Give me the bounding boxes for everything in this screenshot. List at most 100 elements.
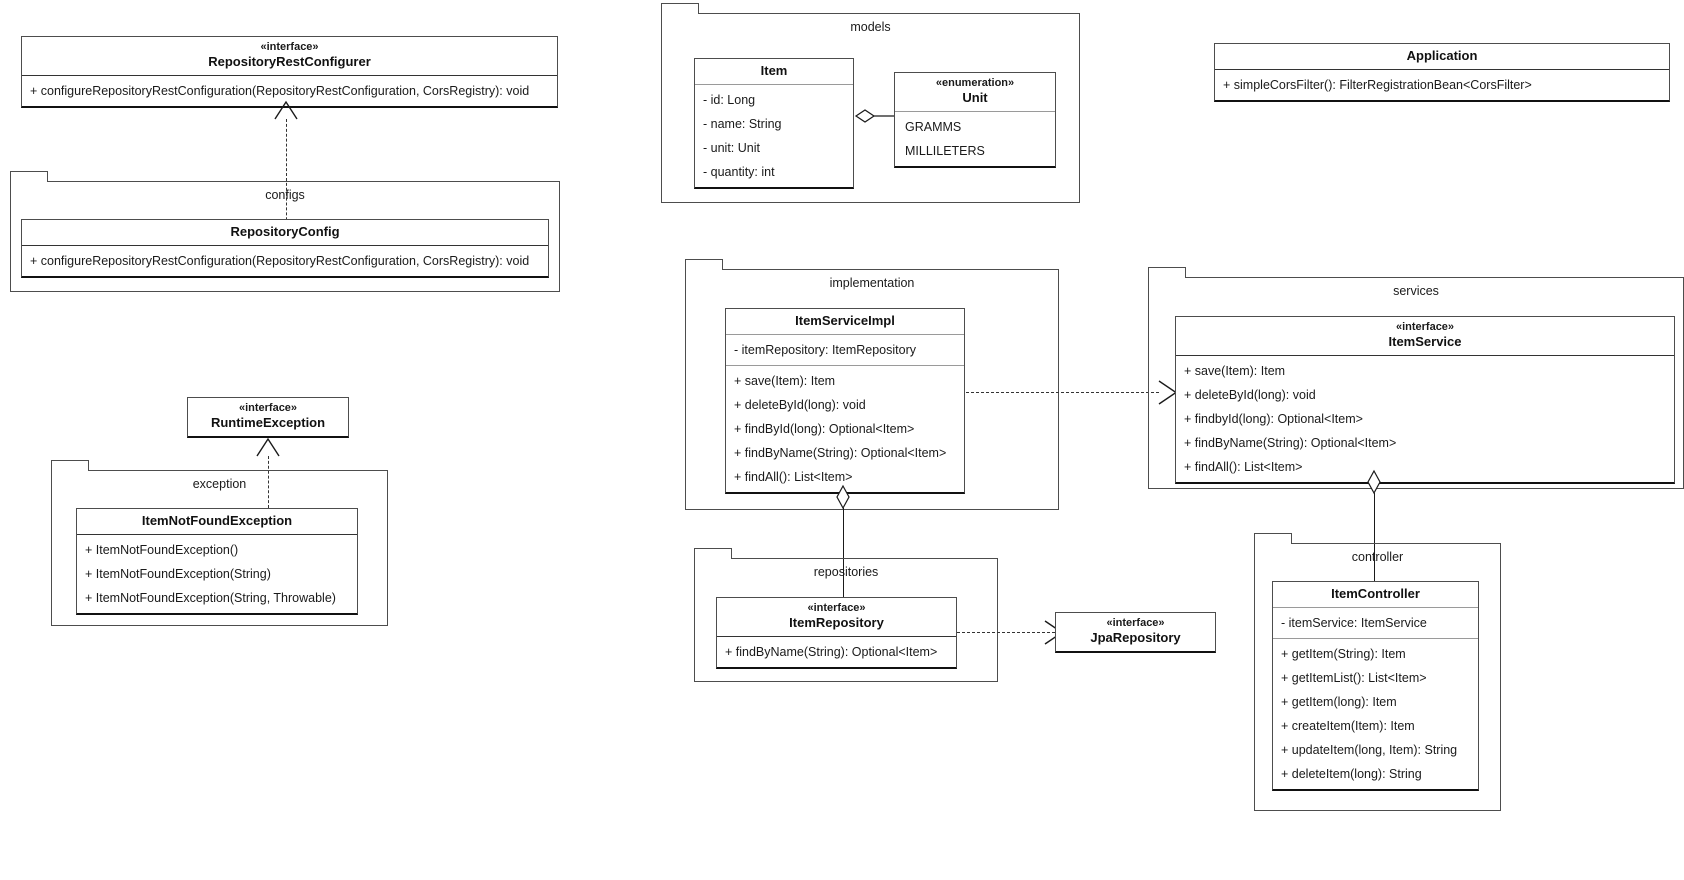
package-title-repositories: repositories: [813, 565, 879, 579]
stereotype-label: «interface»: [1395, 321, 1455, 333]
class-member: + getItem(long): Item: [1281, 695, 1397, 709]
package-controller: controller: [1254, 533, 1501, 811]
package-exception: exception: [51, 460, 388, 626]
class-attributes-section: - itemRepository: ItemRepository: [726, 335, 964, 365]
class-header: ItemController: [1273, 582, 1478, 608]
aggregation-line-itemserviceimpl-itemrepository: [843, 508, 844, 646]
class-methods-section: + save(Item): Item + deleteById(long): v…: [726, 365, 964, 492]
package-title-implementation: implementation: [829, 276, 915, 290]
class-box-repository-rest-configurer[interactable]: «interface» RepositoryRestConfigurer + c…: [21, 36, 558, 108]
class-member: + save(Item): Item: [1184, 364, 1286, 378]
class-member: - id: Long: [703, 93, 756, 107]
package-title-services: services: [1393, 284, 1439, 298]
class-name-label: Item: [760, 63, 788, 78]
package-tab-icon: [694, 548, 732, 559]
class-member: - quantity: int: [703, 165, 775, 179]
class-header: Application: [1215, 44, 1669, 70]
aggregation-diamond-item-unit: [854, 109, 896, 123]
package-title-exception: exception: [192, 477, 247, 491]
class-header: «enumeration» Unit: [895, 73, 1055, 112]
stereotype-label: «interface»: [238, 402, 298, 414]
class-name-label: ItemServiceImpl: [795, 313, 895, 328]
class-member: + configureRepositoryRestConfiguration(R…: [30, 254, 530, 268]
class-member: - itemService: ItemService: [1281, 616, 1427, 630]
class-methods-section: + ItemNotFoundException() + ItemNotFound…: [77, 535, 357, 613]
package-tab-icon: [51, 460, 89, 471]
class-box-item-not-found-exception[interactable]: ItemNotFoundException + ItemNotFoundExce…: [76, 508, 358, 615]
package-tab-icon: [661, 3, 699, 14]
class-methods-section: + getItem(String): Item + getItemList():…: [1273, 638, 1478, 789]
class-box-item[interactable]: Item - id: Long - name: String - unit: U…: [694, 58, 854, 189]
realization-line-repositoryconfig: [286, 119, 287, 235]
class-member: + findbyId(long): Optional<Item>: [1184, 412, 1363, 426]
class-member: + deleteById(long): void: [734, 398, 866, 412]
class-box-item-service[interactable]: «interface» ItemService + save(Item): It…: [1175, 316, 1675, 484]
stereotype-label: «interface»: [807, 602, 866, 614]
class-member: - name: String: [703, 117, 782, 131]
class-member: + findAll(): List<Item>: [1184, 460, 1303, 474]
package-models: models: [661, 3, 1080, 203]
class-header: «interface» JpaRepository: [1056, 613, 1215, 651]
class-name-label: JpaRepository: [1090, 630, 1181, 645]
package-tab-icon: [1148, 267, 1186, 278]
class-header: «interface» RuntimeException: [188, 398, 348, 436]
aggregation-line-itemservice-itemcontroller: [1374, 493, 1375, 581]
class-member: + findByName(String): Optional<Item>: [725, 645, 938, 659]
class-member: + createItem(Item): Item: [1281, 719, 1415, 733]
class-box-unit-enumeration[interactable]: «enumeration» Unit GRAMMS MILLILETERS: [894, 72, 1056, 168]
class-member: - itemRepository: ItemRepository: [734, 343, 917, 357]
class-member: + ItemNotFoundException(String): [85, 567, 271, 581]
class-member: + deleteById(long): void: [1184, 388, 1316, 402]
stereotype-label: «interface»: [260, 41, 319, 53]
class-member: + findByName(String): Optional<Item>: [734, 446, 947, 460]
class-box-runtime-exception[interactable]: «interface» RuntimeException: [187, 397, 349, 438]
realization-arrow-repositoryconfig: [274, 100, 298, 120]
package-tab-icon: [10, 171, 48, 182]
class-attributes-section: - itemService: ItemService: [1273, 608, 1478, 638]
class-name-label: RepositoryRestConfigurer: [208, 54, 371, 69]
class-name-label: Unit: [962, 90, 988, 105]
class-member: + findAll(): List<Item>: [734, 470, 853, 484]
class-methods-section: + configureRepositoryRestConfiguration(R…: [22, 246, 548, 276]
stereotype-label: «interface»: [1106, 617, 1165, 629]
class-header: «interface» ItemRepository: [717, 598, 956, 637]
class-box-item-repository[interactable]: «interface» ItemRepository + findByName(…: [716, 597, 957, 669]
enum-literal: GRAMMS: [905, 120, 962, 134]
class-member: + save(Item): Item: [734, 374, 836, 388]
class-member: + deleteItem(long): String: [1281, 767, 1422, 781]
class-member: + findById(long): Optional<Item>: [734, 422, 915, 436]
class-name-label: ItemRepository: [789, 615, 884, 630]
class-member: + simpleCorsFilter(): FilterRegistration…: [1223, 78, 1532, 92]
class-member: + ItemNotFoundException(): [85, 543, 239, 557]
class-box-item-service-impl[interactable]: ItemServiceImpl - itemRepository: ItemRe…: [725, 308, 965, 494]
package-tab-icon: [1254, 533, 1292, 544]
class-member: + configureRepositoryRestConfiguration(R…: [30, 84, 530, 98]
package-title-controller: controller: [1351, 550, 1404, 564]
enum-literal: MILLILETERS: [905, 144, 985, 158]
class-name-label: RuntimeException: [210, 415, 326, 430]
package-implementation: implementation: [685, 259, 1059, 510]
class-box-repository-config[interactable]: RepositoryConfig + configureRepositoryRe…: [21, 219, 549, 278]
class-member: + findByName(String): Optional<Item>: [1184, 436, 1397, 450]
class-member: + getItemList(): List<Item>: [1281, 671, 1427, 685]
enum-literals-section: GRAMMS MILLILETERS: [895, 112, 1055, 166]
class-header: RepositoryConfig: [22, 220, 548, 246]
class-box-jpa-repository[interactable]: «interface» JpaRepository: [1055, 612, 1216, 653]
class-methods-section: + findByName(String): Optional<Item>: [717, 637, 956, 667]
stereotype-label: «enumeration»: [935, 77, 1015, 89]
package-repositories: repositories: [694, 548, 998, 682]
class-name-label: ItemController: [1331, 586, 1420, 601]
class-box-item-controller[interactable]: ItemController - itemService: ItemServic…: [1272, 581, 1479, 791]
class-attributes-section: - id: Long - name: String - unit: Unit -…: [695, 85, 853, 187]
class-box-application[interactable]: Application + simpleCorsFilter(): Filter…: [1214, 43, 1670, 102]
class-name-label: Application: [1406, 48, 1478, 63]
class-methods-section: + configureRepositoryRestConfiguration(R…: [22, 76, 557, 106]
class-header: ItemServiceImpl: [726, 309, 964, 335]
class-name-label: ItemService: [1388, 334, 1462, 349]
package-title-configs: configs: [265, 188, 305, 202]
class-member: + getItem(String): Item: [1281, 647, 1406, 661]
class-header: «interface» ItemService: [1176, 317, 1674, 356]
package-tab-icon: [685, 259, 723, 270]
class-methods-section: + simpleCorsFilter(): FilterRegistration…: [1215, 70, 1669, 100]
